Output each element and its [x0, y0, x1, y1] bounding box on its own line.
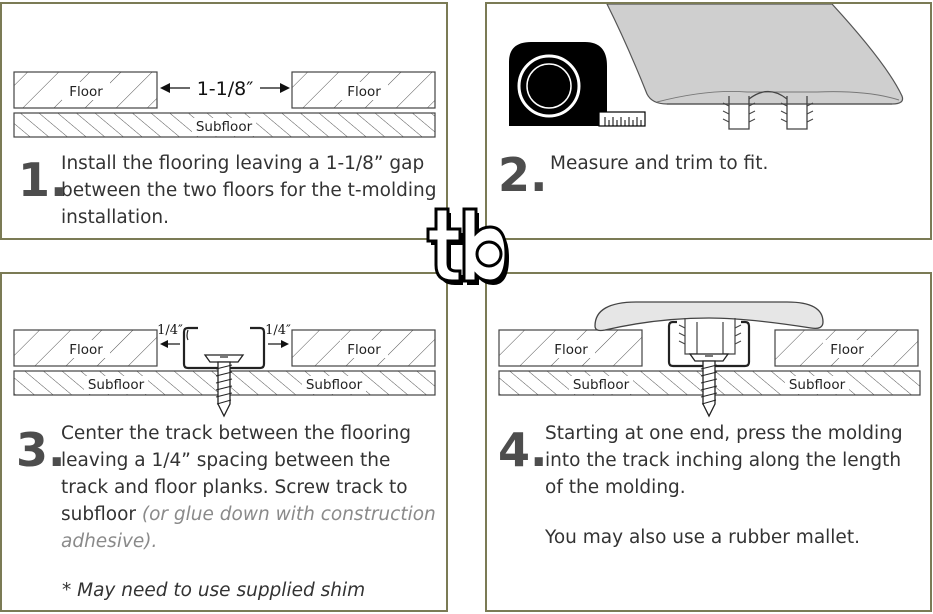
- step-3-panel: Floor Floor Subfloor Subfloor: [0, 272, 448, 612]
- step-4-panel: Floor Floor Subfloor Subfloor: [485, 272, 932, 612]
- gap-arrow: [160, 83, 290, 93]
- spacing-arrow-left: [160, 340, 180, 348]
- t-molding-icon: [606, 4, 904, 130]
- step-4-instructions: Starting at one end, press the molding i…: [545, 423, 903, 498]
- floor-left-label: Floor: [69, 84, 103, 100]
- subfloor-left-label: Subfloor: [573, 377, 630, 393]
- step-1-diagram: Floor Floor Subfloor 1-1/8″: [13, 71, 436, 138]
- t-molding-icon: [594, 301, 824, 355]
- step-number: 1.: [18, 153, 68, 207]
- step-3-text: Center the track between the flooring le…: [61, 423, 411, 525]
- gap-label: 1-1/8″: [197, 78, 254, 100]
- spacing-arrow-right: [268, 340, 289, 348]
- screw-icon: [688, 353, 730, 418]
- tape-measure-icon: [509, 42, 646, 127]
- spacing-label-left: 1/4″: [157, 323, 183, 338]
- mallet-note: You may also use a rubber mallet.: [545, 527, 860, 548]
- step-4-diagram: Floor Floor Subfloor Subfloor: [498, 301, 921, 418]
- step-3-instructions: Center the track between the flooring le…: [61, 420, 441, 555]
- step-number: 2.: [498, 148, 548, 202]
- step-2-diagram: [509, 4, 904, 130]
- step-number: 4.: [498, 423, 548, 477]
- tb-logo-icon: [426, 207, 509, 285]
- step-2-panel: 2. Measure and trim to fit.: [485, 2, 932, 240]
- subfloor-right-label: Subfloor: [306, 377, 363, 393]
- step-3-note: (or glue down with construction adhesive…: [61, 504, 436, 552]
- step-1-instructions: Install the flooring leaving a 1-1/8” ga…: [61, 153, 437, 228]
- subfloor-label: Subfloor: [196, 119, 253, 135]
- subfloor-left-label: Subfloor: [88, 377, 145, 393]
- subfloor-right-label: Subfloor: [789, 377, 846, 393]
- step-2-instructions: Measure and trim to fit.: [550, 153, 769, 174]
- floor-left-label: Floor: [554, 342, 588, 358]
- floor-right-label: Floor: [830, 342, 864, 358]
- step-1-panel: Floor Floor Subfloor 1-1/8″ 1. Install t…: [0, 2, 448, 240]
- spacing-label-right: 1/4″: [265, 323, 291, 338]
- floor-right-label: Floor: [347, 342, 381, 358]
- step-number: 3.: [16, 423, 66, 477]
- screw-icon: [203, 354, 245, 418]
- shim-note: * May need to use supplied shim: [62, 580, 366, 601]
- step-3-diagram: Floor Floor Subfloor Subfloor: [13, 323, 436, 418]
- floor-left: [498, 329, 643, 367]
- floor-left-label: Floor: [69, 342, 103, 358]
- floor-right-label: Floor: [347, 84, 381, 100]
